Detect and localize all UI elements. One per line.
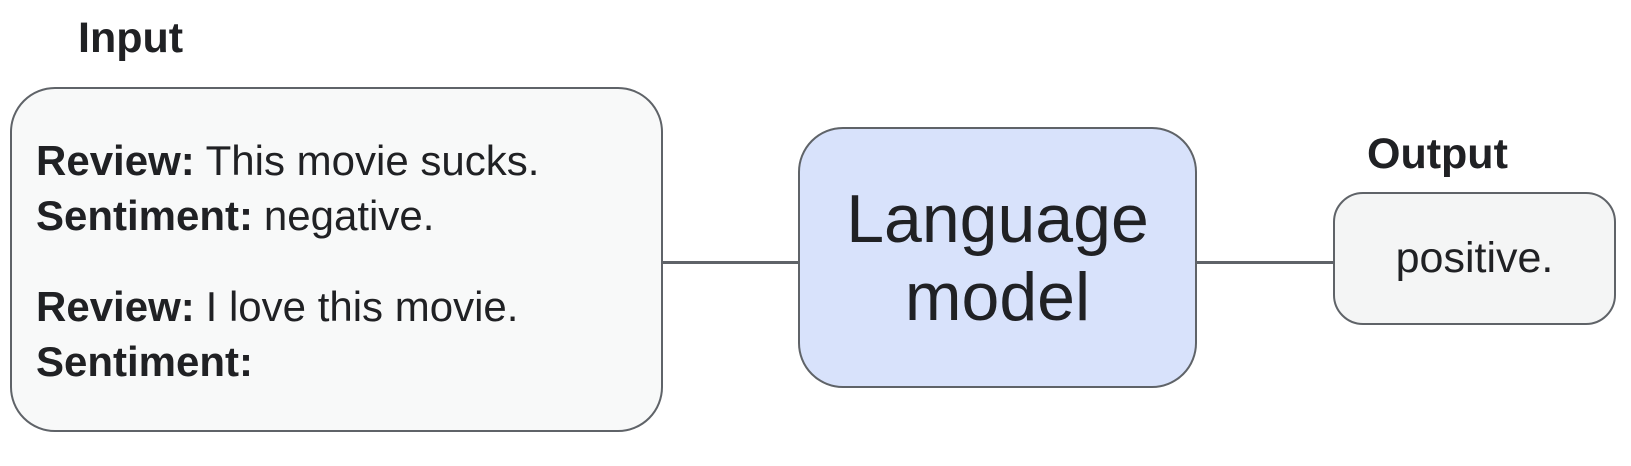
sentiment-label-2: Sentiment: xyxy=(36,338,254,385)
sentiment-label-1: Sentiment: xyxy=(36,192,254,239)
language-model-label-line1: Language xyxy=(846,180,1149,257)
language-model-label-line2: model xyxy=(904,258,1091,335)
output-label: Output xyxy=(1367,130,1508,178)
output-value: positive. xyxy=(1395,234,1554,282)
review-value-1: This movie sucks. xyxy=(205,137,540,184)
review-label-2: Review: xyxy=(36,283,195,330)
example-pair-1: Review:This movie sucks. Sentiment:negati… xyxy=(36,133,639,243)
example-pair-2: Review:I love this movie. Sentiment: xyxy=(36,279,639,389)
sentiment-value-1: negative. xyxy=(263,192,435,239)
output-box: positive. xyxy=(1333,192,1616,325)
connector-model-to-output xyxy=(1196,261,1337,264)
review-label-1: Review: xyxy=(36,137,195,184)
input-box: Review:This movie sucks.Sentiment:negati… xyxy=(10,87,663,432)
connector-input-to-model xyxy=(662,261,802,264)
input-label: Input xyxy=(78,14,184,62)
review-value-2: I love this movie. xyxy=(205,283,519,330)
